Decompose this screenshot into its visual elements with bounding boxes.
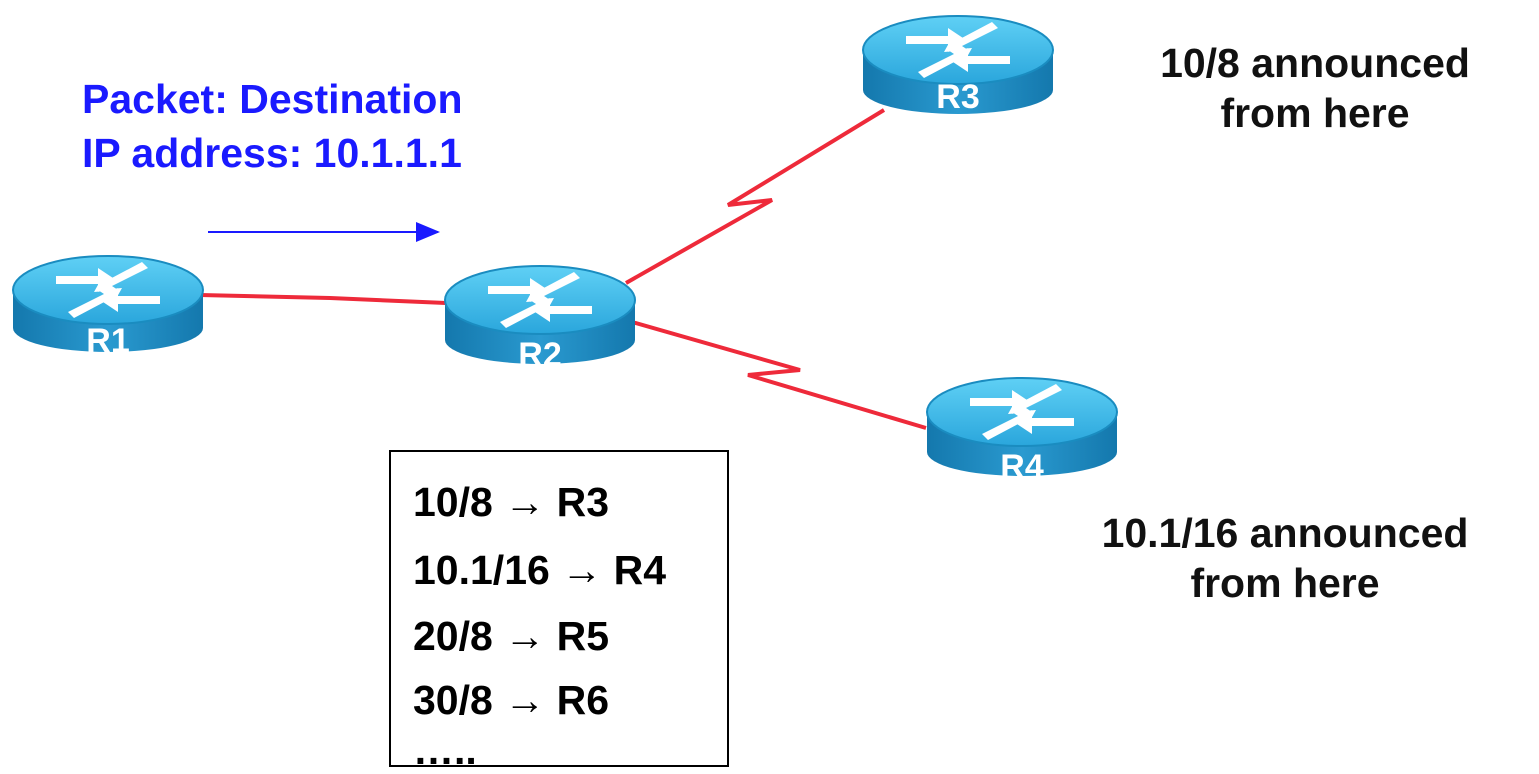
announcement-r4-line1: 10.1/16 announced <box>1101 510 1469 556</box>
route-next-hop: R3 <box>556 479 610 525</box>
route-prefix: 20/8 <box>413 613 493 659</box>
announcement-r4-line2: from here <box>1190 560 1380 606</box>
announcement-r3: 10/8 announced from here <box>1100 38 1530 138</box>
route-arrow: → <box>561 547 603 593</box>
router-r4[interactable]: R4 <box>926 377 1118 486</box>
route-row: 10/8 → R3 <box>413 478 609 526</box>
announcement-r3-line2: from here <box>1220 90 1410 136</box>
packet-label-line1: Packet: Destination <box>82 76 463 122</box>
route-arrow: → <box>504 479 546 525</box>
route-next-hop: R5 <box>556 613 610 659</box>
routing-table: 10/8 → R3 10.1/16 → R4 20/8 → R5 30/8 → … <box>389 450 729 773</box>
route-prefix: 30/8 <box>413 677 493 723</box>
router-label-r4: R4 <box>1000 448 1044 486</box>
route-row: 10.1/16 → R4 <box>413 546 666 594</box>
router-r2[interactable]: R2 <box>444 265 636 374</box>
router-label-r2: R2 <box>518 336 561 374</box>
announcement-r4: 10.1/16 announced from here <box>1045 508 1525 608</box>
packet-label: Packet: Destination IP address: 10.1.1.1 <box>82 72 463 180</box>
announcement-r3-line1: 10/8 announced <box>1160 40 1470 86</box>
route-prefix: 10.1/16 <box>413 547 550 593</box>
link-r1-r2 <box>199 293 447 305</box>
packet-label-line2: IP address: 10.1.1.1 <box>82 130 462 176</box>
route-prefix: 10/8 <box>413 479 493 525</box>
link-r2-r3 <box>625 108 886 285</box>
route-row: 30/8 → R6 <box>413 676 609 724</box>
router-label-r1: R1 <box>86 322 129 360</box>
router-r3[interactable]: R3 <box>862 15 1054 116</box>
route-arrow: → <box>504 613 546 659</box>
router-r1[interactable]: R1 <box>12 255 204 360</box>
link-r2-r4 <box>631 320 927 430</box>
route-arrow: → <box>504 677 546 723</box>
route-ellipsis: ….. <box>413 727 477 773</box>
route-next-hop: R4 <box>613 547 667 593</box>
route-row: 20/8 → R5 <box>413 612 609 660</box>
router-label-r3: R3 <box>936 78 979 116</box>
route-next-hop: R6 <box>556 677 610 723</box>
